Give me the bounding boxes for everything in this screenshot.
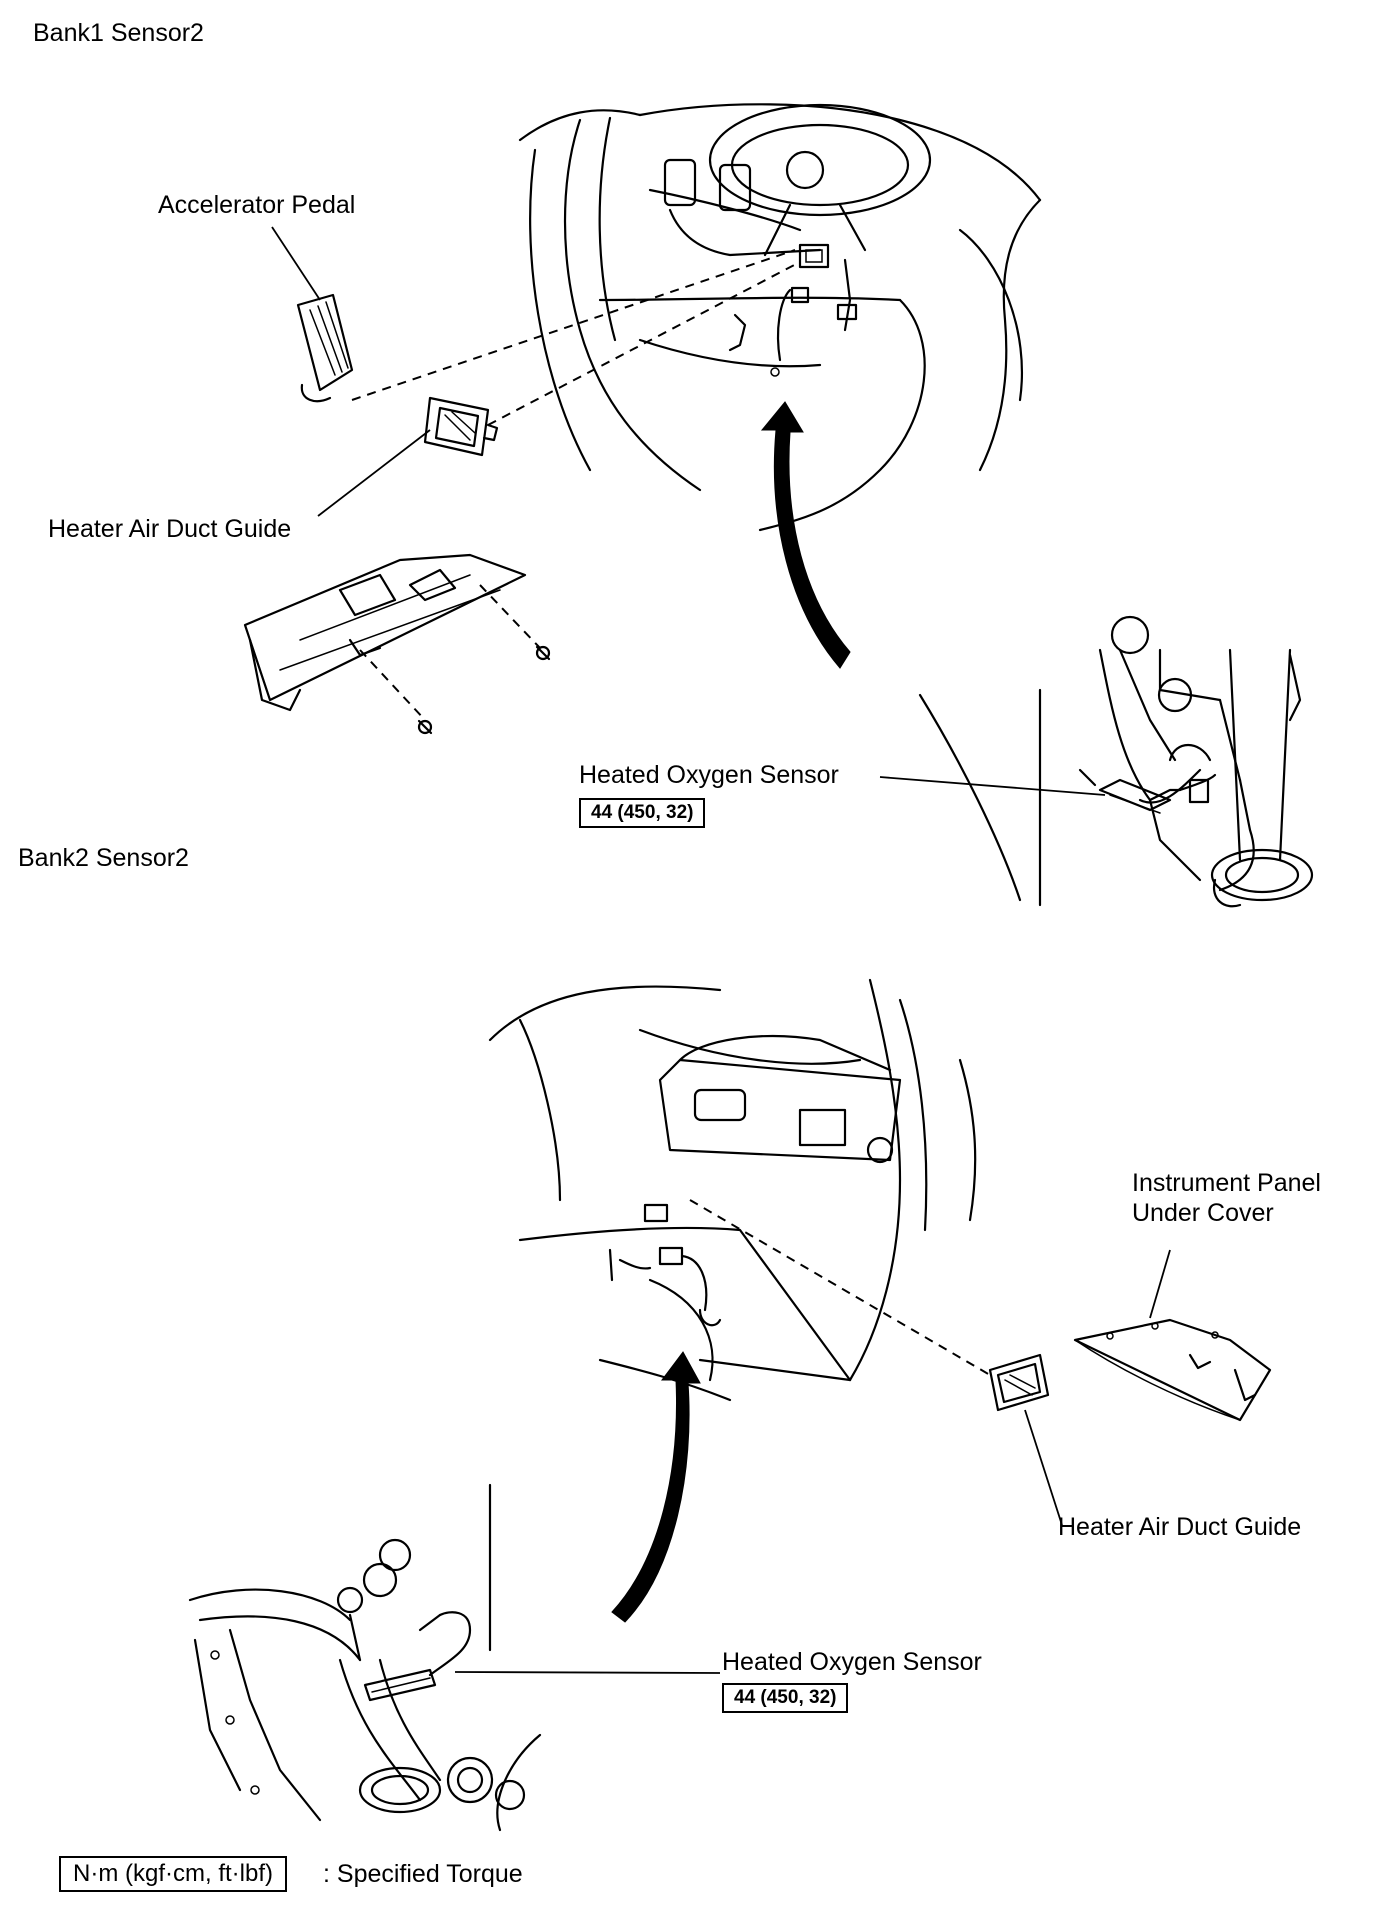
bank2-exhaust-closeup-drawing [188,1483,542,1832]
accelerator-pedal-part [296,293,354,403]
torque-unit-legend-text: : Specified Torque [323,1860,523,1888]
heater-air-duct-guide-label-bank2: Heater Air Duct Guide [1058,1513,1302,1541]
torque-spec-bank2: 44 (450, 32) [722,1683,849,1713]
instrument-panel-label-line1: Instrument Panel [1132,1169,1321,1197]
heated-oxygen-sensor-label-bank1: Heated Oxygen Sensor [579,761,839,789]
heated-oxygen-sensor-label-bank2: Heated Oxygen Sensor [722,1648,982,1676]
assembly-line-bank2 [689,1199,991,1376]
bank1-driver-footwell-drawing [518,103,1042,532]
bank1-exhaust-closeup-drawing [918,615,1314,908]
instrument-panel-under-cover-part-bank2 [1073,1318,1272,1422]
view-arrow-bank1 [760,401,851,669]
bank1-section-title: Bank1 Sensor2 [33,19,204,47]
torque-spec-bank1: 44 (450, 32) [579,798,706,828]
instrument-panel-under-cover-part-bank1 [243,553,527,712]
heater-air-duct-guide-label-bank1: Heater Air Duct Guide [48,515,292,543]
heater-air-duct-guide-part-bank1 [423,396,499,457]
torque-unit-legend-box: N·m (kgf·cm, ft·lbf) [59,1856,287,1892]
view-arrow-bank2 [611,1351,701,1623]
bank2-passenger-footwell-drawing [488,978,977,1402]
bank2-section-title: Bank2 Sensor2 [18,844,189,872]
accelerator-pedal-label: Accelerator Pedal [158,191,356,219]
bolt-icons-bank1 [417,645,551,735]
instrument-panel-label-line2: Under Cover [1132,1199,1274,1227]
leader-lines [271,226,1171,1674]
assembly-lines-bank1 [351,249,801,721]
heater-air-duct-guide-part-bank2 [988,1353,1050,1412]
